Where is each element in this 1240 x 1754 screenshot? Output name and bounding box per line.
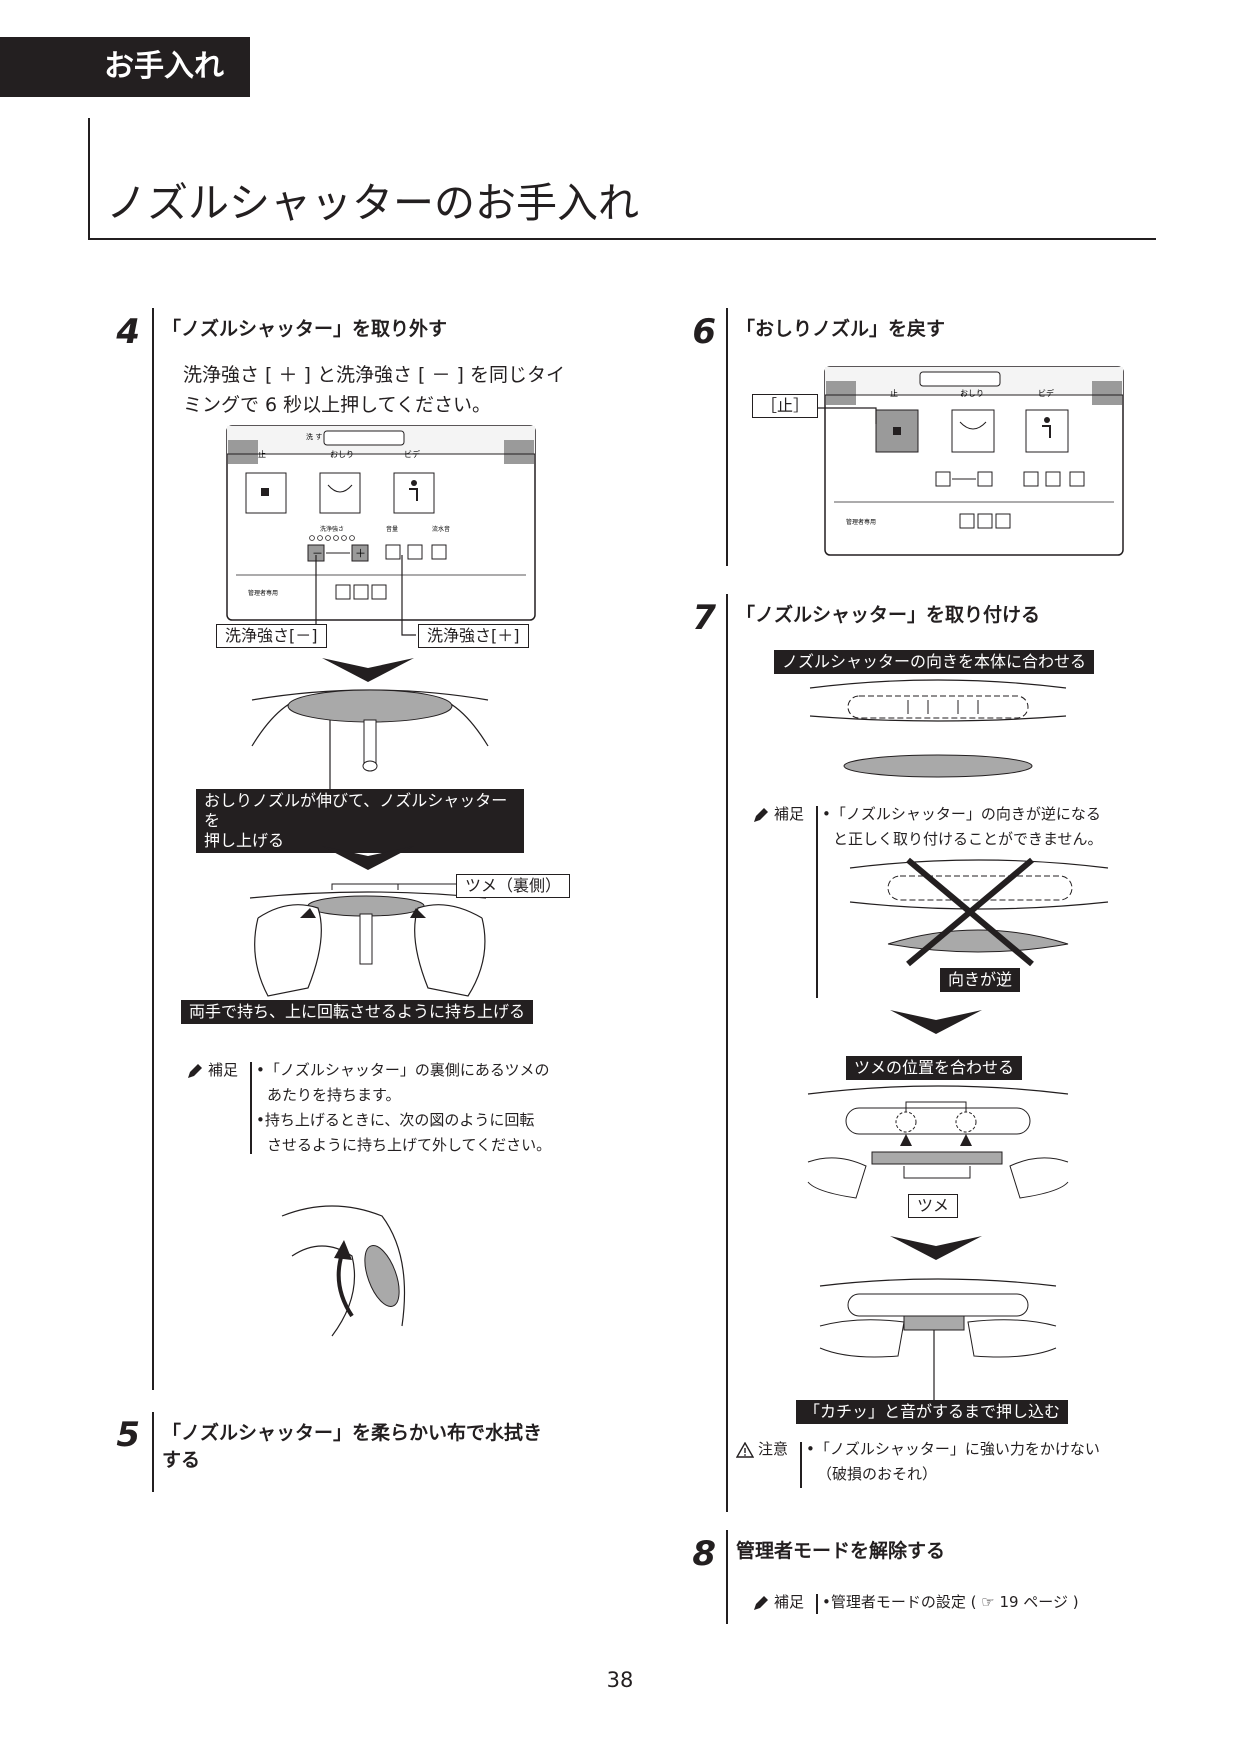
step-8-bar — [726, 1530, 728, 1624]
title-rule-horizontal — [88, 238, 1156, 240]
svg-text:おしり: おしり — [330, 450, 354, 459]
rotate-detail-illustration — [281, 1205, 406, 1337]
page-number: 38 — [606, 1668, 634, 1692]
svg-text:＋: ＋ — [355, 547, 366, 560]
step-4-number: 4 — [116, 312, 140, 352]
step-arrow-chevron — [890, 1236, 982, 1260]
shutter-align-illustration — [809, 679, 1067, 778]
callout-tsume: ツメ — [908, 1194, 959, 1218]
step-7-caution-1a: •「ノズルシャッター」に強い力をかけない — [806, 1440, 1100, 1458]
step-4-text-line2: ミングで 6 秒以上押してください。 — [183, 394, 492, 416]
step-4-note-label: 補足 — [208, 1061, 239, 1079]
step-6-bar — [726, 308, 728, 566]
step-7-number: 7 — [692, 598, 716, 638]
step-8-number: 8 — [692, 1534, 716, 1574]
page-title: ノズルシャッターのお手入れ — [106, 179, 639, 227]
warning-icon — [736, 1442, 754, 1458]
step-7-bar — [726, 594, 728, 1512]
shutter-wrong-orientation-illustration — [849, 857, 1109, 967]
svg-text:洗浄強さ: 洗浄強さ — [320, 525, 344, 533]
svg-text:洗 す: 洗 す — [306, 432, 322, 441]
svg-text:管理者専用: 管理者専用 — [248, 589, 278, 597]
step-arrow-chevron — [322, 846, 414, 870]
callout-strength-plus: 洗浄強さ[＋] — [418, 624, 529, 648]
step-7-note-1a: •「ノズルシャッター」の向きが逆になる — [822, 805, 1101, 823]
caption-reversed: 向きが逆 — [940, 968, 1021, 992]
step-4-text-line1: 洗浄強さ [ ＋ ] と洗浄強さ [ － ] を同じタイ — [183, 364, 565, 386]
step-6-callout-line — [800, 407, 877, 424]
step-8-heading: 管理者モードを解除する — [736, 1540, 946, 1562]
svg-text:管理者専用: 管理者専用 — [846, 518, 876, 526]
step-7-caution-label: 注意 — [758, 1440, 789, 1458]
step-7-note-label: 補足 — [774, 805, 805, 823]
step-6-heading: 「おしりノズル」を戻す — [736, 318, 946, 340]
step-4-note-2b: させるように持ち上げて外してください。 — [267, 1136, 552, 1154]
svg-text:止: 止 — [890, 388, 898, 398]
svg-text:ビデ: ビデ — [404, 449, 420, 459]
panel-stop-label: 止 — [258, 449, 266, 459]
step-6-number: 6 — [692, 312, 716, 352]
hands-lift-illustration — [249, 883, 487, 997]
caption-push-click: 「カチッ」と音がするまで押し込む — [796, 1400, 1069, 1424]
step-4-note-bar — [250, 1062, 252, 1154]
svg-text:ビデ: ビデ — [1038, 388, 1054, 398]
step-4-note-1b: あたりを持ちます。 — [267, 1086, 401, 1104]
caption-rotate-lift: 両手で持ち、上に回転させるように持ち上げる — [181, 1000, 534, 1024]
svg-text:流水音: 流水音 — [432, 525, 450, 533]
step-arrow-chevron — [890, 1010, 982, 1034]
step-7-note-bar — [816, 806, 818, 998]
step-6-control-panel: 止 おしり ビデ 管理者専用 — [824, 366, 1124, 556]
step-4-note-2a: •持ち上げるときに、次の図のように回転 — [256, 1111, 535, 1129]
caption-nozzle-extends-line1: おしりノズルが伸びて、ノズルシャッターを — [204, 791, 508, 830]
callout-stop-button: ［止］ — [752, 394, 819, 418]
callout-strength-minus: 洗浄強さ[－] — [216, 624, 327, 648]
tsume-align-illustration — [807, 1085, 1069, 1199]
step-4-heading: 「ノズルシャッター」を取り外す — [162, 318, 448, 340]
step-8-note-bar — [816, 1594, 818, 1614]
push-in-illustration — [819, 1278, 1057, 1402]
step-4-control-panel: 洗 す 止 おしり ビデ 洗浄強さ － ＋ 音量 流水音 管理者専用 — [226, 425, 536, 621]
caption-align-direction: ノズルシャッターの向きを本体に合わせる — [774, 650, 1095, 674]
step-7-note-1b: と正しく取り付けることができません。 — [833, 830, 1103, 848]
step-5-heading-line1: 「ノズルシャッター」を柔らかい布で水拭き — [162, 1422, 543, 1444]
step-7-caution-bar — [800, 1442, 802, 1488]
step-5-heading-line2: する — [162, 1449, 201, 1471]
svg-text:おしり: おしり — [960, 389, 984, 398]
step-4-bar — [152, 308, 154, 1390]
title-rule-vertical — [88, 118, 90, 240]
pencil-icon — [188, 1064, 202, 1078]
step-7-heading: 「ノズルシャッター」を取り付ける — [736, 604, 1041, 626]
step-7-caution-1b: （破損のおそれ） — [817, 1465, 938, 1483]
svg-text:－: － — [312, 547, 323, 560]
step-4-note-1a: •「ノズルシャッター」の裏側にあるツメの — [256, 1061, 550, 1079]
callout-tsume-back: ツメ（裏側） — [456, 874, 571, 898]
pencil-icon — [754, 808, 768, 822]
section-tab: お手入れ — [0, 37, 250, 97]
step-arrow-chevron — [322, 658, 414, 682]
step-8-note-label: 補足 — [774, 1593, 805, 1611]
caption-nozzle-extends: おしりノズルが伸びて、ノズルシャッターを 押し上げる — [196, 789, 524, 853]
step-5-bar — [152, 1412, 154, 1492]
step-5-number: 5 — [116, 1415, 140, 1455]
svg-text:音量: 音量 — [386, 525, 398, 533]
caption-nozzle-extends-line2: 押し上げる — [204, 831, 285, 850]
pencil-icon — [754, 1596, 768, 1610]
caption-align-tsume: ツメの位置を合わせる — [846, 1056, 1023, 1080]
nozzle-extend-illustration — [251, 689, 489, 790]
step-8-note-1: •管理者モードの設定 ( ☞ 19 ページ ) — [822, 1593, 1079, 1611]
